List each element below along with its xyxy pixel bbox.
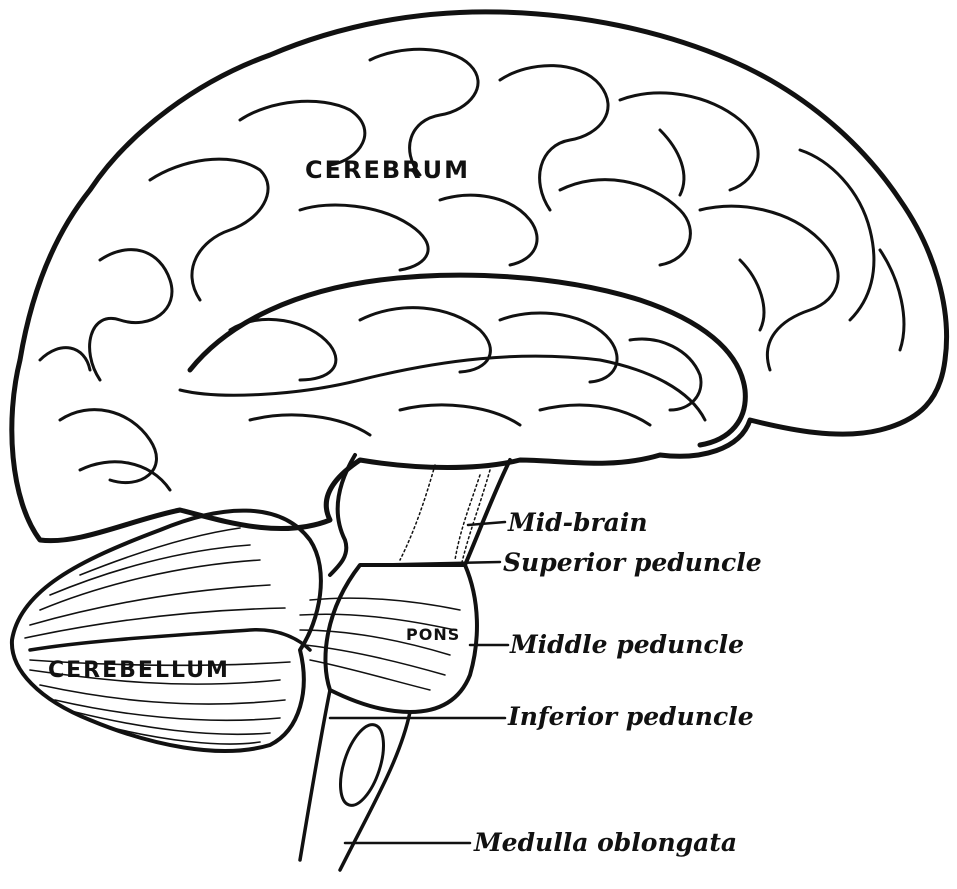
cerebellum-fold (28, 628, 312, 652)
midbrain-stipple (399, 464, 491, 563)
leader-lines (328, 520, 510, 845)
callout-inferior-peduncle: Inferior peduncle (508, 702, 754, 731)
sylvian-fissure (187, 272, 748, 448)
medulla-outline-right (338, 710, 412, 872)
callout-mid-brain: Mid-brain (508, 508, 648, 537)
label-pons: PONS (406, 625, 461, 644)
cerebral-gyri (38, 47, 906, 492)
cerebellum-folia (24, 527, 291, 745)
label-cerebellum: CEREBELLUM (48, 658, 230, 683)
medulla-outline-left (298, 688, 332, 862)
pons-fibers (299, 597, 461, 691)
olive (339, 723, 385, 807)
callout-middle-peduncle: Middle peduncle (510, 630, 745, 659)
cerebellum-outline (9, 508, 323, 753)
midbrain-outline-left (328, 453, 357, 577)
temporal-lobe-lower (178, 354, 707, 422)
callout-medulla-oblongata: Medulla oblongata (474, 828, 738, 857)
midbrain-outline-right (463, 458, 512, 567)
callout-superior-peduncle: Superior peduncle (503, 548, 762, 577)
label-cerebrum: CEREBRUM (305, 156, 471, 184)
